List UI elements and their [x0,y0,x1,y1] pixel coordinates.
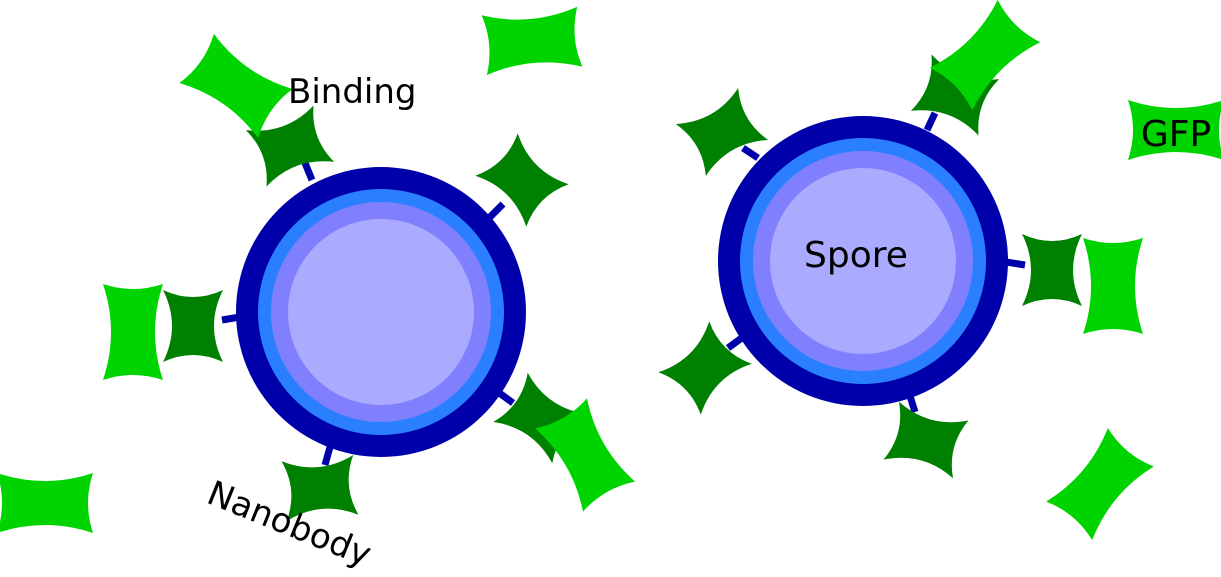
free-gfp-bottom-right [1046,427,1154,541]
left-spore-group [103,33,635,522]
left-bound-gfp-1 [179,33,293,139]
free-gfp-bottom-left [0,473,93,533]
right-nanobody-1 [675,88,769,176]
right-nanobody-4 [658,321,752,415]
left-bound-gfp-2 [103,284,163,380]
right-bound-gfp-2 [1083,238,1143,334]
label-binding: Binding [288,72,416,112]
right-nanobody-3 [1022,234,1082,306]
right-spore-group [658,0,1143,479]
right-spore-core [770,168,956,354]
left-nanobody-3 [163,290,223,362]
right-linkers [725,111,1026,414]
left-nanobody-2 [475,133,569,227]
free-gfp-top [481,6,583,76]
label-gfp: GFP [1141,114,1211,155]
label-spore: Spore [804,235,908,276]
left-spore-core [288,219,474,405]
label-nanobody: Nanobody [202,473,377,575]
right-nanobody-5 [883,401,969,479]
